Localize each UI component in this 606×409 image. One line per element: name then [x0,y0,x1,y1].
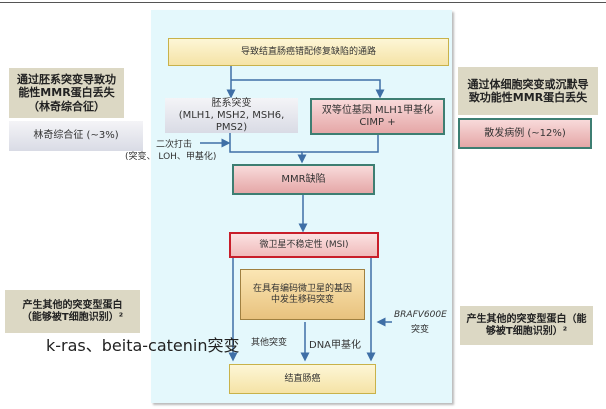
germline-title: 胚系突变 [211,97,252,109]
pathway-title-box: 导致结直肠癌错配修复缺陷的通路 [168,38,449,66]
cimp-label: CIMP + [359,116,396,128]
sporadic-header: 通过体细胞突变或沉默导致功能性MMR蛋白丢失 [458,67,598,115]
msi-box: 微卫星不稳定性 (MSI) [229,232,379,258]
mlh1-methylation-box: 双等位基因 MLH1甲基化 CIMP + [310,98,445,135]
split-line [231,79,385,99]
braf-mutation-label: 突变 [411,325,430,335]
bottom-left-note: 产生其他的突变型蛋白（能够被T细胞识别）² [5,290,140,333]
germline-genes: (MLH1, MSH2, MSH6, PMS2) [178,109,285,133]
frameshift-box: 在具有编码微卫星的基因中发生移码突变 [240,269,365,320]
second-hit-detail: (突变、 LOH、甲基化) [125,152,217,162]
other-mutations-label: 其他突变 [251,338,288,348]
sporadic-cases-box: 散发病例 (~12%) [458,118,592,149]
dna-methylation-label: DNA甲基化 [309,340,362,351]
mlh1-title: 双等位基因 MLH1甲基化 [321,104,434,116]
mlh1-to-mmr [297,135,379,164]
germline-mutation-box: 胚系突变 (MLH1, MSH2, MSH6, PMS2) [165,98,298,133]
bottom-right-note: 产生其他的突变型蛋白（能够被T细胞识别）² [460,306,593,345]
braf-label: BRAFV600E [394,310,447,320]
colorectal-cancer-box: 结直肠癌 [229,364,376,394]
pathway-panel [151,10,452,403]
lynch-header: 通过胚系突变导致功能性MMR蛋白丢失（林奇综合征） [9,68,124,118]
kras-label: k-ras、beita-catenin突变 [46,336,240,355]
mmr-deficiency-box: MMR缺陷 [232,164,375,195]
top-divider [0,2,606,3]
lynch-syndrome-box: 林奇综合征 (~3%) [9,121,143,151]
germline-to-mmr [229,133,302,153]
second-hit-label: 二次打击 [156,140,193,150]
